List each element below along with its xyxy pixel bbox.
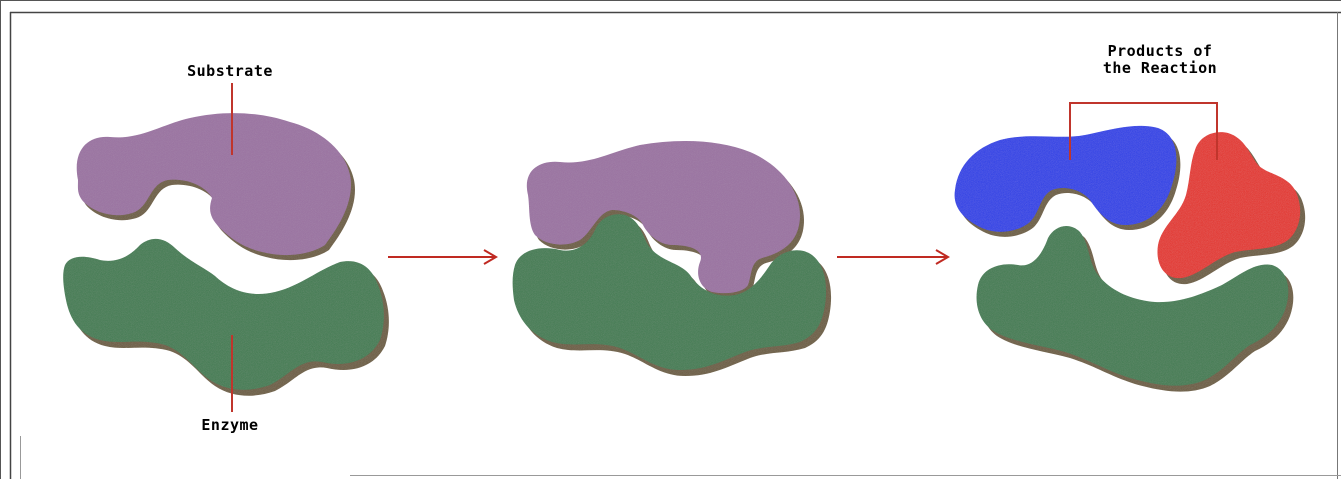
panel-2-complex [513, 141, 831, 376]
panel-1-separate [63, 83, 389, 412]
products-label: Products of the Reaction [1075, 43, 1245, 77]
reaction-arrow-2 [837, 250, 948, 264]
products-label-line-2: the Reaction [1075, 60, 1245, 77]
products-label-line-1: Products of [1075, 43, 1245, 60]
substrate-label: Substrate [160, 63, 300, 80]
panel-3-products [955, 103, 1306, 392]
substrate-shape [77, 113, 351, 255]
product-blue-shape [955, 126, 1177, 232]
enzyme-label: Enzyme [160, 417, 300, 434]
reaction-arrow-1 [388, 250, 496, 264]
